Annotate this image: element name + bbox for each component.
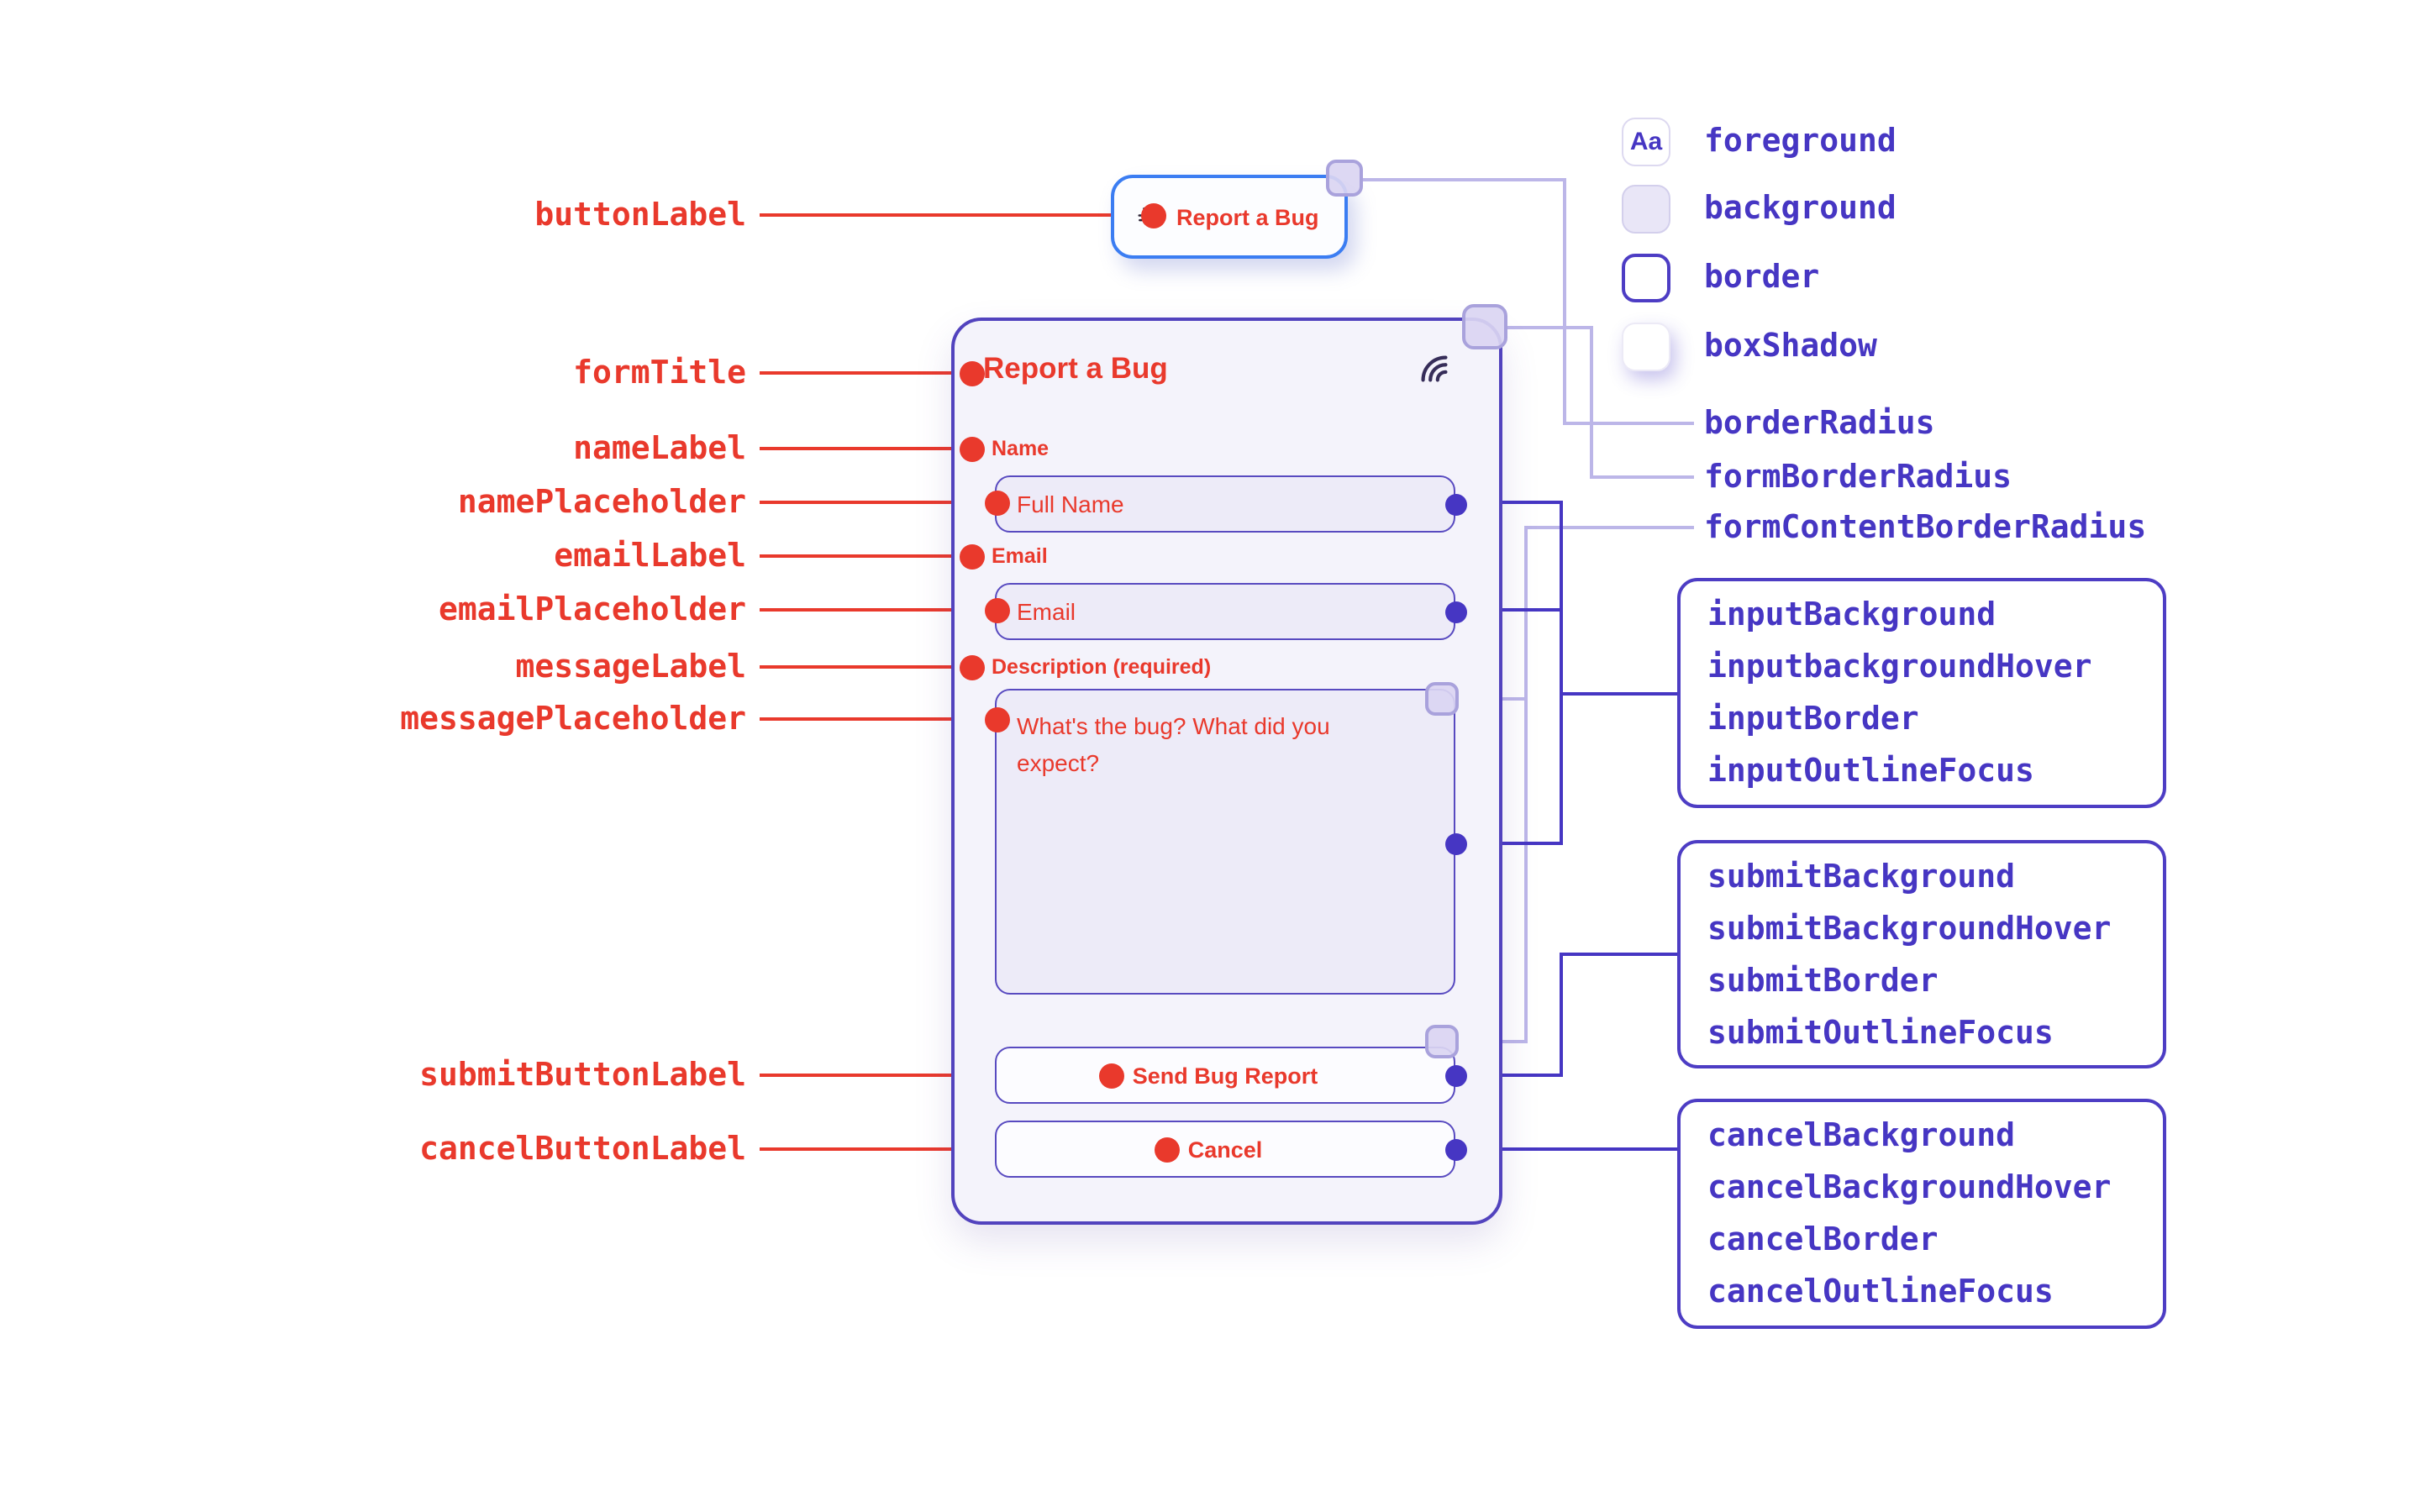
annotation-line [1560,501,1563,845]
annotation-dot [1445,601,1467,623]
legend-foreground-label: foreground [1704,123,1897,160]
name-input[interactable]: Full Name [995,475,1455,533]
annotation-formContentBorderRadius: formContentBorderRadius [1704,509,2147,546]
style-token: submitBackgroundHover [1707,910,2112,947]
annotation-formTitle: formTitle [573,354,746,391]
border-swatch [1622,254,1670,302]
annotation-dot [1445,833,1467,855]
annotation-line [760,213,1153,217]
background-swatch [1622,185,1670,234]
annotation-namePlaceholder: namePlaceholder [457,484,746,521]
annotation-line [1524,526,1528,1043]
annotation-nameLabel: nameLabel [573,430,746,467]
submit-button[interactable]: Send Bug Report [995,1047,1455,1104]
legend-background-label: background [1704,190,1897,227]
annotation-buttonLabel: buttonLabel [534,197,746,234]
style-token: inputbackgroundHover [1707,648,2092,685]
content-border-radius-handle [1425,682,1459,716]
style-token: submitOutlineFocus [1707,1014,2054,1051]
style-token: cancelOutlineFocus [1707,1273,2054,1310]
annotation-dot [1445,1065,1467,1087]
legend-border-label: border [1704,259,1820,296]
message-field-label: Description (required) [992,655,1212,679]
annotation-dot [1099,1063,1124,1089]
annotation-dot [960,437,985,462]
cancel-style-group: cancelBackground cancelBackgroundHover c… [1677,1099,2166,1329]
style-token: inputBorder [1707,701,1919,738]
message-placeholder: What's the bug? What did you expect? [1017,712,1330,776]
sentry-logo-icon [1421,355,1448,382]
name-placeholder: Full Name [1017,491,1124,517]
annotation-line [760,608,997,612]
annotation-line [1455,1074,1561,1077]
annotation-line [760,371,971,375]
annotation-line [760,717,997,721]
annotation-line [1524,526,1694,529]
style-token: submitBackground [1707,858,2016,895]
input-style-group: inputBackground inputbackgroundHover inp… [1677,578,2166,808]
content-border-radius-handle [1425,1025,1459,1058]
annotation-line [760,501,997,504]
style-token: submitBorder [1707,962,1939,999]
submit-style-group: submitBackground submitBackgroundHover s… [1677,840,2166,1068]
border-radius-handle [1326,160,1363,197]
annotation-dot [960,361,985,386]
annotation-dot [960,655,985,680]
style-token: cancelBackground [1707,1117,2016,1154]
legend-boxshadow-label: boxShadow [1704,328,1877,365]
annotation-line [1590,475,1694,479]
trigger-button-label: Report a Bug [1176,204,1319,229]
annotation-line [1563,178,1566,425]
annotation-dot [1445,1139,1467,1161]
annotation-line [760,1074,1111,1077]
email-placeholder: Email [1017,598,1076,625]
annotation-borderRadius: borderRadius [1704,405,1935,442]
annotation-line [1560,953,1563,1077]
annotation-line [1455,608,1561,612]
style-token: inputOutlineFocus [1707,753,2034,790]
annotation-line [1560,953,1677,956]
annotation-submitButtonLabel: submitButtonLabel [419,1057,746,1094]
cancel-button-label: Cancel [1187,1137,1263,1162]
annotation-line [1563,422,1694,425]
annotation-formBorderRadius: formBorderRadius [1704,459,2012,496]
box-shadow-swatch [1622,323,1670,371]
annotation-emailPlaceholder: emailPlaceholder [438,591,746,628]
annotation-line [760,554,971,558]
name-field-label: Name [992,437,1050,460]
annotation-dot [960,544,985,570]
annotation-line [760,665,971,669]
style-token: inputBackground [1707,596,1996,633]
annotation-line [1455,842,1561,845]
annotation-dot [1141,203,1166,228]
annotation-line [1455,501,1561,504]
annotation-messageLabel: messageLabel [515,648,746,685]
form-border-radius-handle [1462,304,1507,349]
email-input[interactable]: Email [995,583,1455,640]
annotation-dot [985,598,1010,623]
annotation-line [1590,326,1593,479]
foreground-swatch: Aa [1622,118,1670,166]
annotation-line [1455,1147,1677,1151]
annotation-dot [1445,494,1467,516]
annotation-line [1361,178,1566,181]
cancel-button[interactable]: Cancel [995,1121,1455,1178]
style-token: cancelBorder [1707,1221,1939,1258]
annotation-emailLabel: emailLabel [554,538,746,575]
annotation-line [760,447,971,450]
email-field-label: Email [992,544,1048,568]
form-title: Report a Bug [983,351,1168,385]
annotation-dot [1155,1137,1180,1163]
annotation-line [1506,326,1593,329]
annotation-line [1560,692,1677,696]
annotation-dot [985,491,1010,516]
submit-button-label: Send Bug Report [1132,1063,1318,1088]
style-token: cancelBackgroundHover [1707,1169,2112,1206]
annotation-cancelButtonLabel: cancelButtonLabel [419,1131,746,1168]
annotation-dot [985,707,1010,732]
annotation-messagePlaceholder: messagePlaceholder [400,701,746,738]
message-textarea[interactable]: What's the bug? What did you expect? [995,689,1455,995]
